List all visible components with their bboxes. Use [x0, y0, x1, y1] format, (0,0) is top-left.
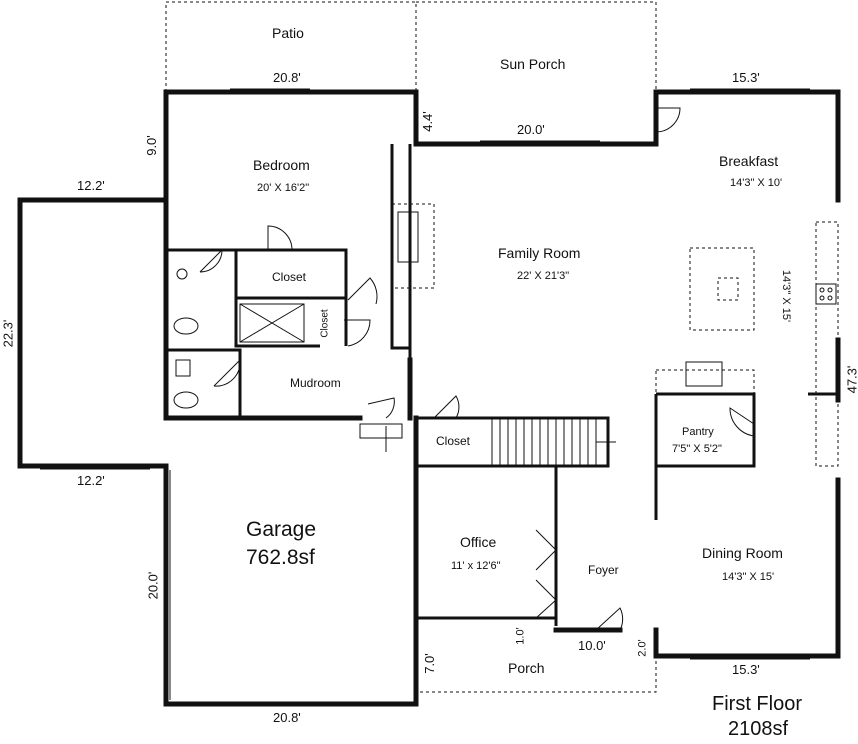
- small-closet-label: Closet: [319, 309, 331, 338]
- garage-bottom-width: 20.8': [273, 710, 301, 725]
- breakfast-dimensions: 14'3" X 10': [730, 177, 783, 189]
- garage-top-width: 12.2': [77, 178, 105, 193]
- family-room-dimensions: 22' X 21'3": [517, 270, 570, 282]
- garage-left-depth: 22.3': [0, 319, 16, 348]
- right-side-depth: 47.3': [844, 365, 858, 394]
- total-area: 2108sf: [728, 718, 789, 740]
- floor-label: First Floor: [712, 693, 802, 715]
- patio-label: Patio: [272, 25, 304, 41]
- stair-closet-label: Closet: [436, 434, 471, 448]
- garage-area: 762.8sf: [246, 546, 315, 569]
- breakfast-width: 15.3': [732, 70, 760, 85]
- porch-label: Porch: [508, 660, 545, 676]
- patio-outline: [165, 1, 417, 92]
- dining-width: 15.3': [732, 662, 760, 677]
- breakfast-label: Breakfast: [719, 153, 779, 169]
- doors: [199, 107, 755, 631]
- dining-room-dimensions: 14'3" X 15': [722, 571, 775, 583]
- bedroom-side: 9.0': [143, 135, 159, 156]
- patio-width: 20.8': [273, 70, 301, 85]
- office-label: Office: [460, 534, 497, 550]
- pantry-counter: [655, 369, 755, 395]
- stairs: [491, 418, 616, 466]
- fixtures: [173, 211, 837, 452]
- sun-porch-label: Sun Porch: [500, 56, 566, 72]
- garage-side-depth: 20.0': [145, 571, 161, 600]
- pantry-label: Pantry: [682, 426, 714, 438]
- garage-mid-width: 12.2': [77, 473, 105, 488]
- porch-step: 1.0': [514, 627, 527, 645]
- family-room-label: Family Room: [498, 245, 581, 261]
- kitchen-counter: [815, 221, 839, 467]
- sun-porch-depth: 4.4': [419, 111, 435, 132]
- bedroom-closet-label: Closet: [272, 270, 307, 284]
- dining-step: 2.0': [636, 639, 649, 657]
- foyer-label: Foyer: [588, 563, 619, 577]
- windows: [40, 88, 810, 700]
- office-dimensions: 11' x 12'6": [451, 560, 501, 572]
- pantry-dimensions: 7'5" X 5'2": [672, 443, 722, 455]
- porch-width: 10.0': [578, 638, 606, 653]
- exterior-walls: [17, 89, 841, 707]
- bedroom-dimensions: 20' X 16'2": [257, 182, 310, 194]
- sun-porch-width: 20.0': [517, 122, 545, 137]
- kitchen-dimensions: 14'3" X 15': [780, 269, 793, 323]
- mudroom-label: Mudroom: [290, 376, 341, 390]
- garage-label: Garage: [246, 518, 317, 541]
- porch-depth: 7.0': [421, 653, 437, 674]
- bedroom-label: Bedroom: [253, 157, 310, 173]
- dining-room-label: Dining Room: [702, 545, 783, 561]
- kitchen-island: [689, 247, 755, 331]
